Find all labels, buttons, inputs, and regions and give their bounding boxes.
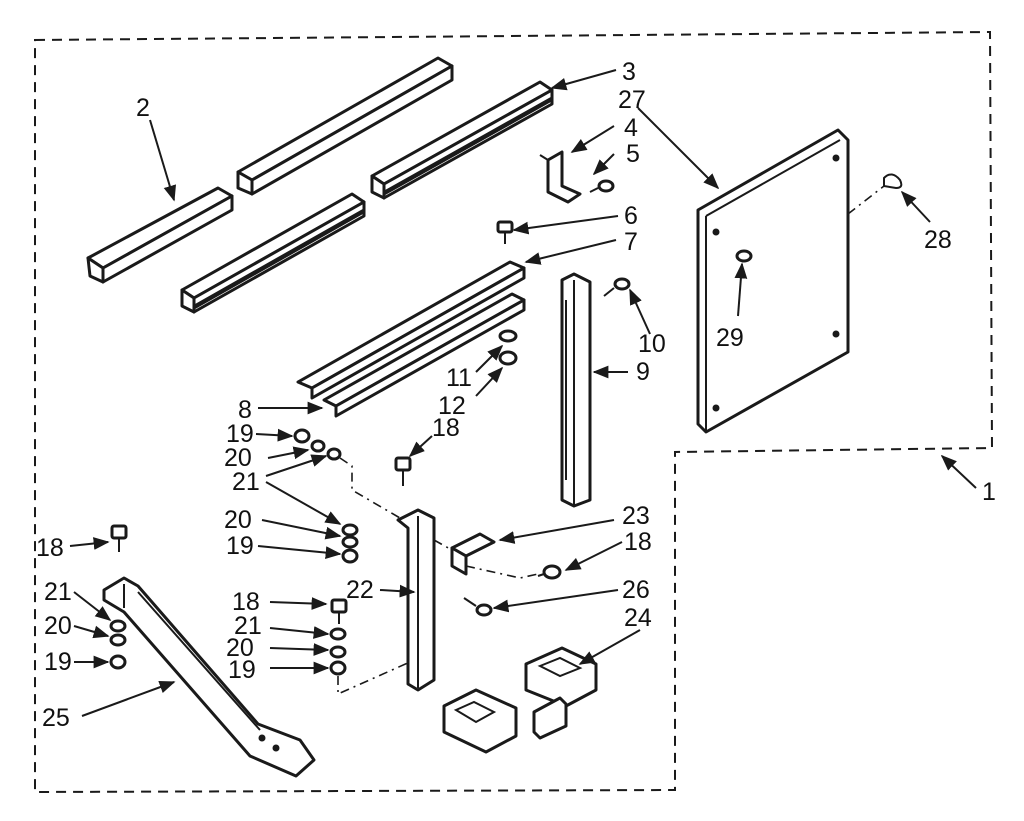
callout-21-upper: 21 <box>232 468 260 496</box>
assembly-line-18-right <box>465 565 539 579</box>
callout-3: 3 <box>622 58 636 86</box>
part-18-bolt-center <box>394 456 412 486</box>
callout-19-upper: 19 <box>226 420 254 448</box>
callout-27: 27 <box>618 86 646 114</box>
assembly-line-upper-hardware <box>339 457 401 519</box>
callout-20-lower: 20 <box>226 634 254 662</box>
part-21-lockwasher-lower <box>329 627 347 641</box>
callout-10: 10 <box>638 330 666 358</box>
callout-18-left: 18 <box>36 534 64 562</box>
callout-19-lower: 19 <box>228 656 256 684</box>
callout-11: 11 <box>446 364 472 392</box>
callout-4: 4 <box>624 114 638 142</box>
callout-5: 5 <box>626 140 640 168</box>
callout-22: 22 <box>346 576 374 604</box>
assembly-line-23 <box>433 539 453 551</box>
part-20-washer-left <box>109 633 127 647</box>
callout-6: 6 <box>624 202 638 230</box>
callout-20-left: 20 <box>44 612 72 640</box>
part-2-top-rail-short <box>86 186 234 284</box>
callout-1: 1 <box>982 478 996 506</box>
part-10-screw <box>603 277 631 297</box>
callout-21-left: 21 <box>44 578 72 606</box>
callout-20-mid: 20 <box>224 506 252 534</box>
callout-12: 12 <box>438 392 466 420</box>
part-19-nut-lower <box>329 660 347 676</box>
part-18-bolt-lower <box>330 598 348 624</box>
part-20-washer-upper <box>310 439 326 453</box>
callout-2: 2 <box>136 94 150 122</box>
callout-20-upper: 20 <box>224 444 252 472</box>
part-29-screw <box>735 249 753 263</box>
part-19-nut-upper <box>293 428 311 444</box>
part-25-diagonal-brace <box>102 576 316 778</box>
part-20-washer-mid <box>341 535 359 549</box>
assembly-line-28 <box>847 185 885 215</box>
callout-18-center: 18 <box>432 414 460 442</box>
callout-18-lower: 18 <box>232 588 260 616</box>
part-19-nut-mid <box>341 548 359 564</box>
callout-labels: 2 3 27 4 5 6 7 28 29 10 9 11 12 8 19 20 … <box>36 58 996 732</box>
callout-9: 9 <box>636 358 650 386</box>
leader-lines <box>69 69 977 717</box>
part-18-bolt-right <box>537 564 562 580</box>
callout-19-left: 19 <box>44 648 72 676</box>
part-3-channel-rail <box>370 80 554 200</box>
part-6-bolt <box>496 220 514 244</box>
assembly-line-lower-hardware <box>337 661 411 696</box>
callout-23: 23 <box>622 502 650 530</box>
part-9-vertical-channel <box>560 272 592 508</box>
part-7-angle-rail <box>296 260 526 400</box>
part-21-lockwasher-mid <box>341 523 359 537</box>
part-4-angle-bracket <box>539 150 582 204</box>
part-23-bracket <box>450 532 496 576</box>
part-21-lockwasher-upper <box>326 447 342 461</box>
callout-24: 24 <box>624 604 652 632</box>
part-28-clip <box>883 173 903 190</box>
part-19-nut-left <box>109 654 127 670</box>
part-11-washer <box>498 329 518 343</box>
part-27-side-panel <box>696 128 850 434</box>
callout-7: 7 <box>624 228 638 256</box>
callout-18-right: 18 <box>624 528 652 556</box>
callout-21-lower: 21 <box>234 612 262 640</box>
callout-8: 8 <box>238 396 252 424</box>
callout-19-mid: 19 <box>226 532 254 560</box>
callout-26: 26 <box>622 576 650 604</box>
callout-25: 25 <box>42 704 70 732</box>
kit-boundary-outline <box>34 30 994 794</box>
part-top-rail-long <box>236 56 454 196</box>
part-20-washer-lower <box>329 645 347 659</box>
callout-29: 29 <box>716 324 744 352</box>
part-24-support-bracket <box>442 646 598 754</box>
part-21-lockwasher-left <box>109 619 127 633</box>
part-18-bolt-left <box>110 524 128 552</box>
part-12-nut <box>498 350 518 366</box>
part-22-vertical-support <box>396 508 436 692</box>
callout-28: 28 <box>924 226 952 254</box>
part-8-angle-rail <box>322 292 526 418</box>
part-26-screw <box>463 597 493 617</box>
part-5-screw <box>589 179 615 193</box>
part-channel-rail-lower <box>180 192 366 314</box>
